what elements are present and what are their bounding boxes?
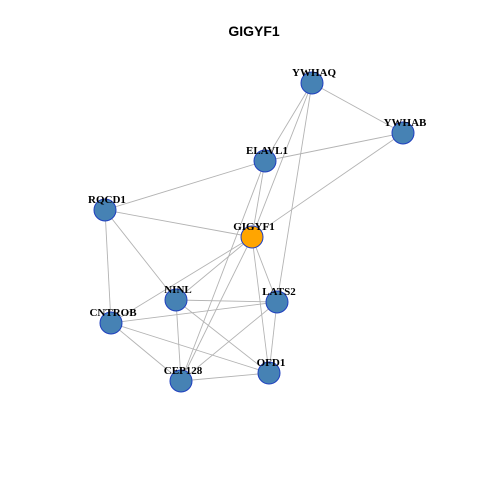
node-label-lats2: LATS2 [262, 286, 296, 298]
edge-gigyf1-ofd1 [251, 236, 270, 374]
edge-ywhaq-elavl1 [264, 82, 313, 162]
node-circle-lats2 [265, 290, 289, 314]
edge-elavl1-gigyf1 [251, 160, 266, 238]
edge-rqcd1-gigyf1 [104, 209, 253, 238]
node-rqcd1: RQCD1 [88, 194, 126, 222]
edges-layer [104, 82, 404, 382]
node-label-gigyf1: GIGYF1 [233, 221, 275, 233]
edge-elavl1-rqcd1 [104, 160, 266, 211]
edge-lats2-cep128 [180, 301, 278, 382]
node-circle-elavl1 [253, 149, 277, 173]
edge-gigyf1-cntrob [110, 236, 253, 324]
node-label-cep128: CEP128 [164, 365, 203, 377]
node-circle-ofd1 [257, 361, 281, 385]
diagram-title: GIGYF1 [228, 23, 280, 39]
edge-gigyf1-lats2 [251, 236, 278, 303]
node-circle-gigyf1 [240, 225, 264, 249]
edge-ywhaq-gigyf1 [251, 82, 313, 238]
node-ninl: NINL [164, 284, 192, 312]
node-label-ywhaq: YWHAQ [292, 67, 336, 79]
edge-ofd1-cep128 [180, 372, 270, 382]
node-lats2: LATS2 [262, 286, 296, 314]
node-circle-cntrob [99, 311, 123, 335]
edge-rqcd1-ninl [104, 209, 177, 301]
node-label-rqcd1: RQCD1 [88, 194, 126, 206]
edge-ywhab-elavl1 [264, 132, 404, 162]
edge-gigyf1-ninl [175, 236, 253, 301]
node-cep128: CEP128 [164, 365, 203, 393]
node-circle-ywhab [391, 121, 415, 145]
edge-ninl-cep128 [175, 299, 182, 382]
edge-ywhab-gigyf1 [251, 132, 404, 238]
node-elavl1: ELAVL1 [246, 145, 288, 173]
edge-lats2-cntrob [110, 301, 278, 324]
node-circle-ninl [164, 288, 188, 312]
edge-ywhaq-ywhab [311, 82, 404, 134]
edge-cntrob-cep128 [110, 322, 182, 382]
edge-cntrob-ofd1 [110, 322, 270, 374]
edge-rqcd1-cntrob [104, 209, 112, 324]
edge-lats2-ofd1 [268, 301, 278, 374]
node-label-ywhab: YWHAB [384, 117, 427, 129]
edge-ywhaq-lats2 [276, 82, 313, 303]
node-label-ofd1: OFD1 [257, 357, 286, 369]
node-gigyf1: GIGYF1 [233, 221, 275, 249]
node-label-cntrob: CNTROB [89, 307, 137, 319]
node-label-elavl1: ELAVL1 [246, 145, 288, 157]
node-circle-rqcd1 [93, 198, 117, 222]
node-circle-ywhaq [300, 71, 324, 95]
edge-gigyf1-cep128 [180, 236, 253, 382]
node-cntrob: CNTROB [89, 307, 137, 335]
edge-ninl-ofd1 [175, 299, 270, 374]
node-ywhab: YWHAB [384, 117, 427, 145]
node-label-ninl: NINL [164, 284, 192, 296]
node-ywhaq: YWHAQ [292, 67, 336, 95]
node-ofd1: OFD1 [257, 357, 286, 385]
edge-ninl-lats2 [175, 299, 278, 303]
node-circle-cep128 [169, 369, 193, 393]
edge-elavl1-cep128 [180, 160, 266, 382]
